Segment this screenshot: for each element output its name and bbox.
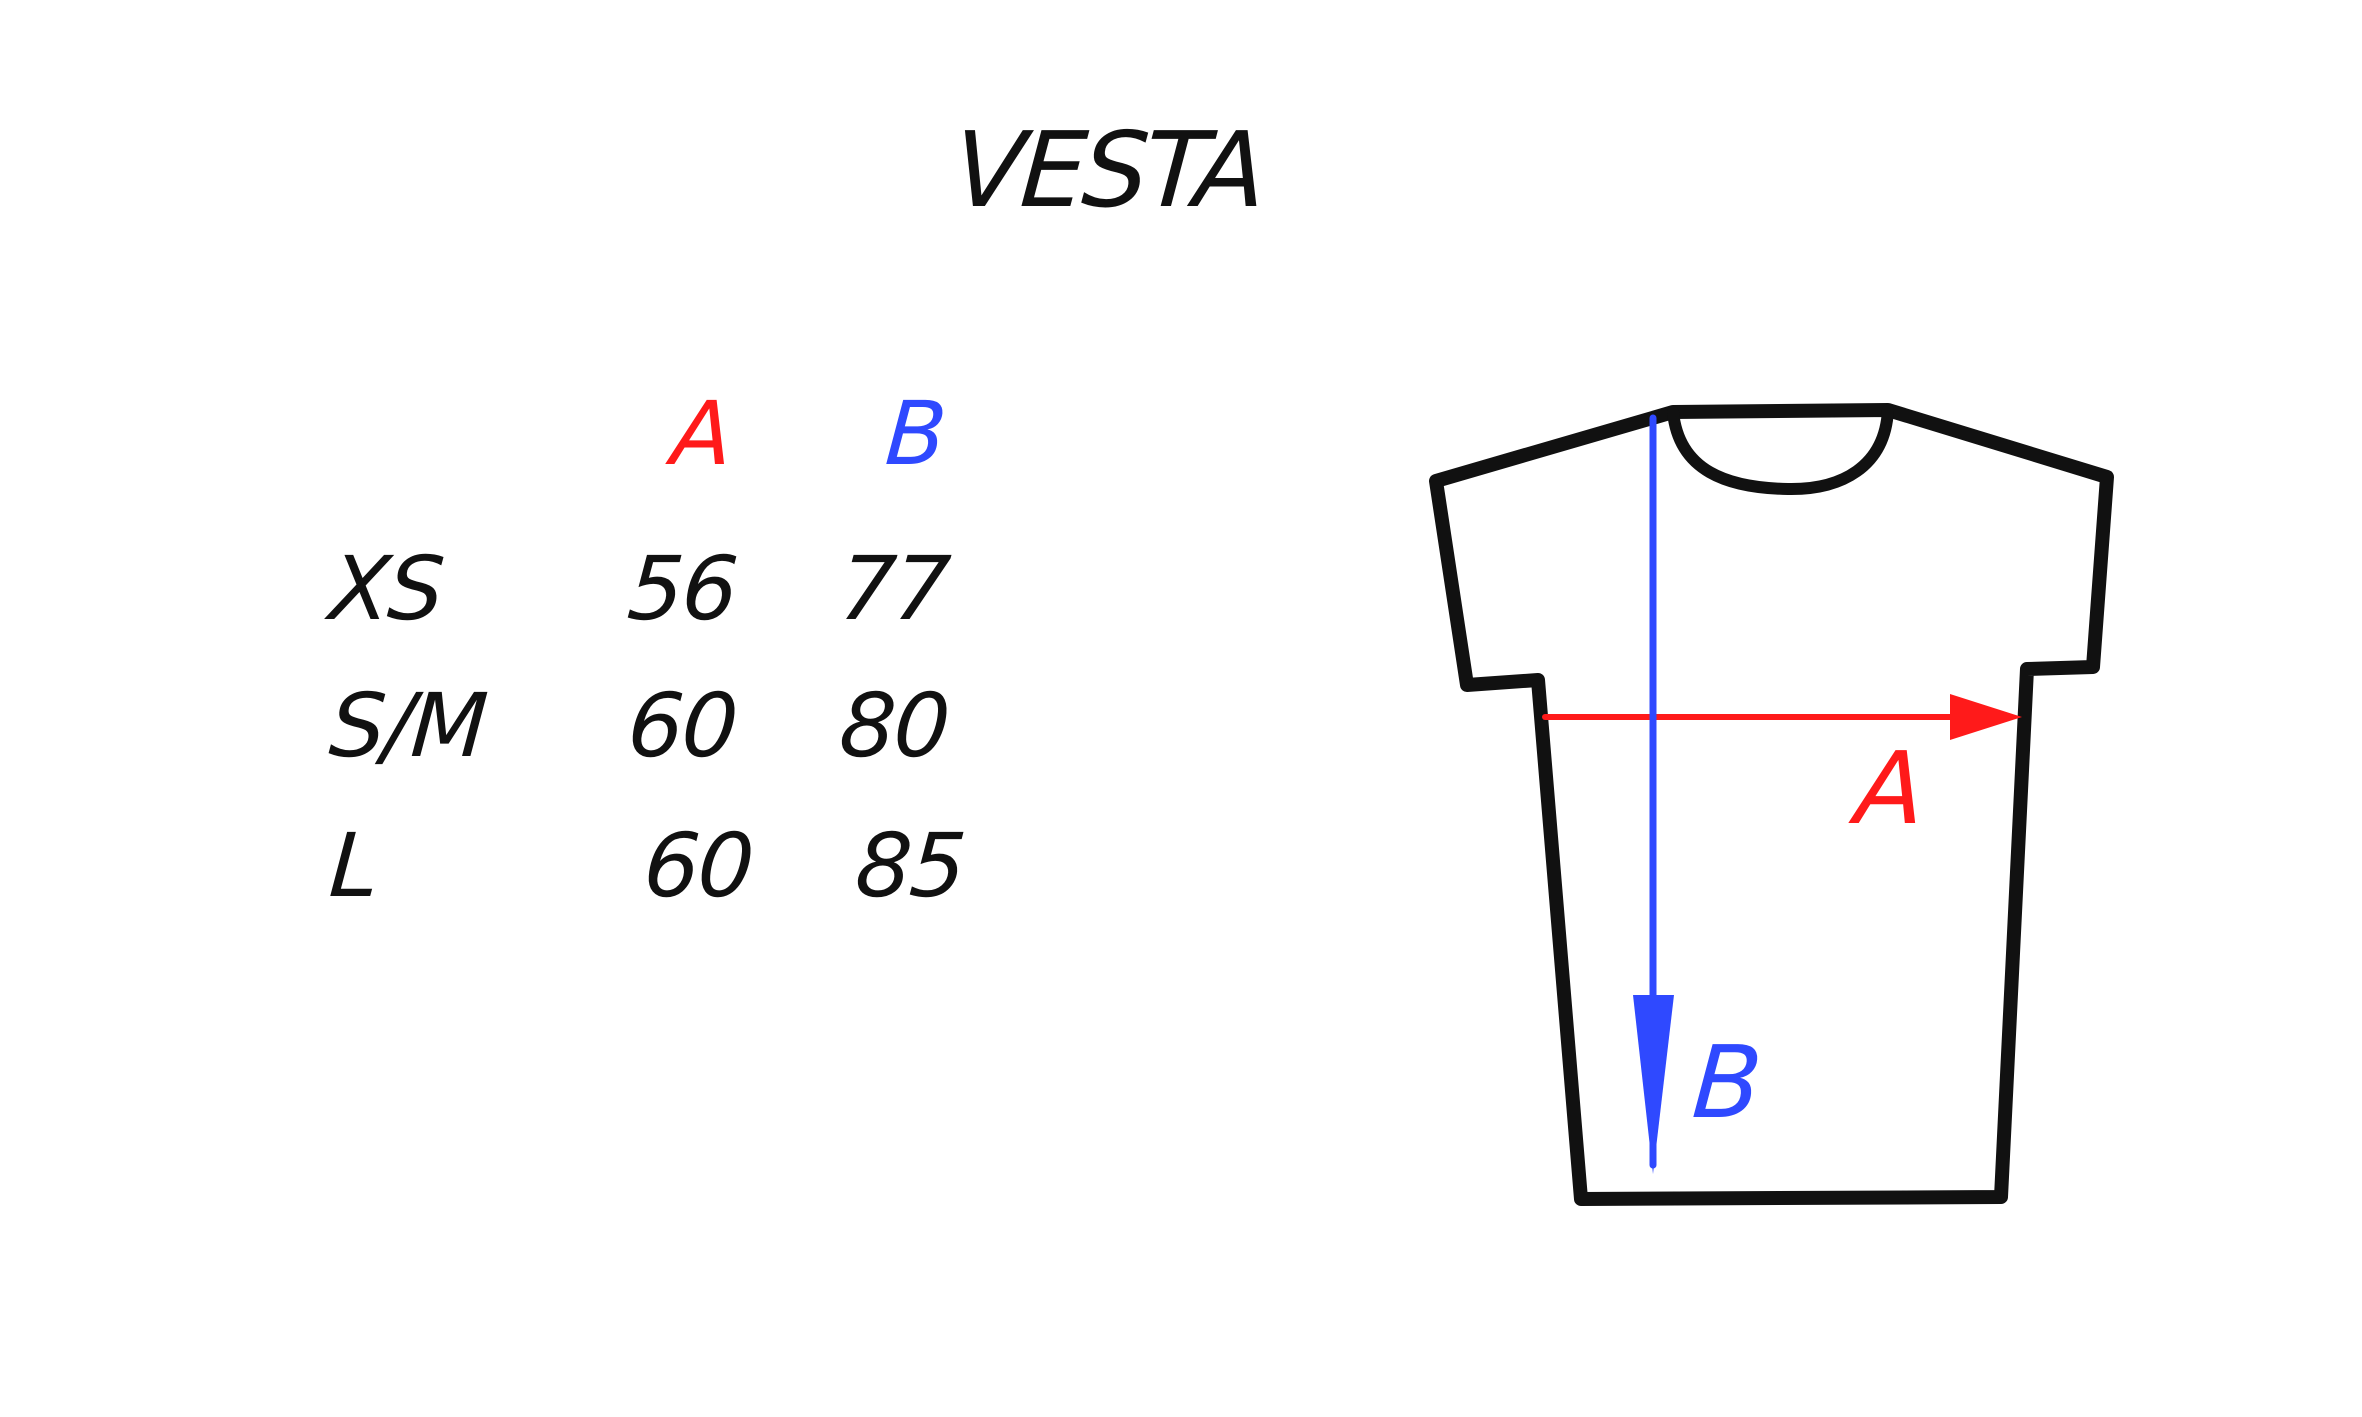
size-sm-b-value: 80 [836, 674, 952, 777]
diagram-label-a: A [1851, 730, 1927, 847]
arrow-down-icon [1633, 995, 1674, 1174]
tshirt-outline-path [1429, 403, 2114, 1206]
arrow-right-icon [1950, 694, 2022, 740]
size-label-sm: S/M [326, 674, 490, 777]
size-xs-a-value: 56 [624, 537, 740, 640]
page-title: VESTA [949, 109, 1267, 231]
size-chart-table: A B XS 56 77 S/M 60 80 L 60 85 [326, 382, 1030, 950]
column-header-b: B [882, 382, 949, 485]
diagram-label-b: B [1688, 1024, 1764, 1141]
size-l-b-value: 85 [852, 814, 968, 917]
neckline-path [1667, 404, 1894, 496]
column-header-a: A [668, 382, 734, 485]
garment-measurement-diagram: A B [1400, 380, 2160, 1240]
size-label-xs: XS [326, 537, 446, 640]
tshirt-outline-icon [1429, 403, 2114, 1206]
size-label-l: L [326, 814, 381, 917]
size-sm-a-value: 60 [624, 674, 740, 777]
size-xs-b-value: 77 [836, 537, 952, 640]
size-l-a-value: 60 [640, 814, 756, 917]
